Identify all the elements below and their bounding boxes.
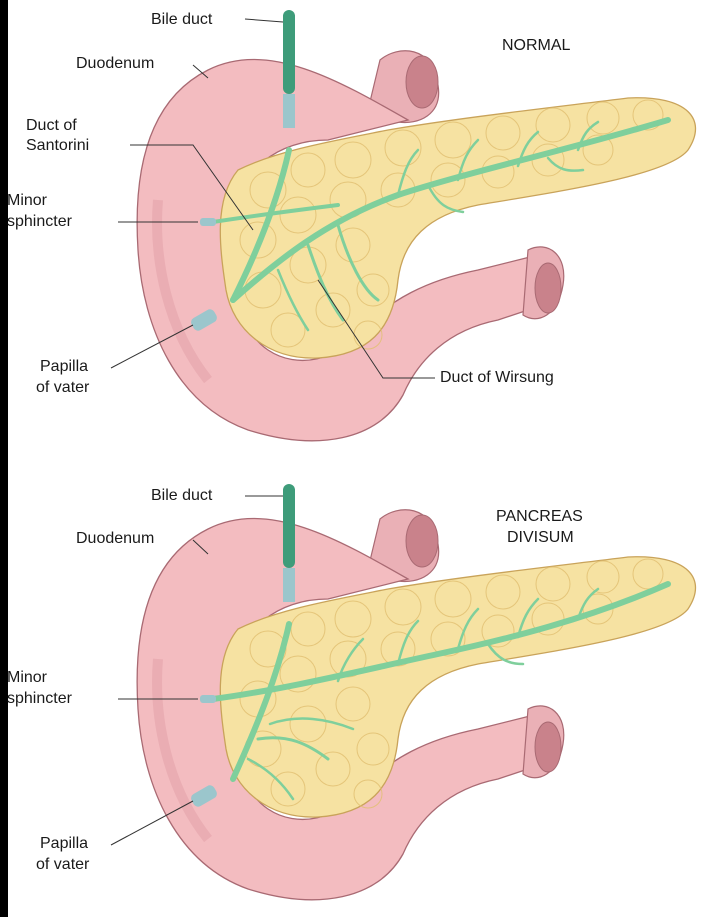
label-duct-of-santorini-line2: Santorini [26, 136, 89, 155]
minor-sphincter [200, 695, 216, 703]
label-duodenum: Duodenum [76, 54, 154, 73]
label-minor-sphincter-line2: sphincter [7, 689, 72, 708]
minor-sphincter [200, 218, 216, 226]
label-bile-duct: Bile duct [151, 486, 212, 505]
label-papilla-of-vater-line2: of vater [36, 855, 89, 874]
pancreas-divisum-panel: PANCREAS DIVISUM Bile duct Duodenum Mino… [8, 459, 701, 917]
pancreas-divisum-illustration [8, 459, 701, 917]
illustration-canvas: NORMAL Bile duct Duodenum Duct of Santor… [8, 0, 701, 917]
label-duct-of-santorini-line1: Duct of [26, 116, 77, 135]
normal-anatomy-panel: NORMAL Bile duct Duodenum Duct of Santor… [8, 0, 701, 458]
label-minor-sphincter-line2: sphincter [7, 212, 72, 231]
panel-title-pancreas-line2: DIVISUM [507, 528, 574, 547]
label-papilla-of-vater-line1: Papilla [40, 357, 88, 376]
panel-title-pancreas-line1: PANCREAS [496, 507, 583, 526]
label-bile-duct: Bile duct [151, 10, 212, 29]
bile-duct [283, 10, 295, 128]
label-papilla-of-vater-line2: of vater [36, 378, 89, 397]
label-duct-of-wirsung: Duct of Wirsung [440, 368, 554, 387]
label-duodenum: Duodenum [76, 529, 154, 548]
label-minor-sphincter-line1: Minor [7, 191, 47, 210]
label-papilla-of-vater-line1: Papilla [40, 834, 88, 853]
bile-duct [283, 484, 295, 602]
label-minor-sphincter-line1: Minor [7, 668, 47, 687]
panel-title-normal: NORMAL [502, 36, 570, 55]
